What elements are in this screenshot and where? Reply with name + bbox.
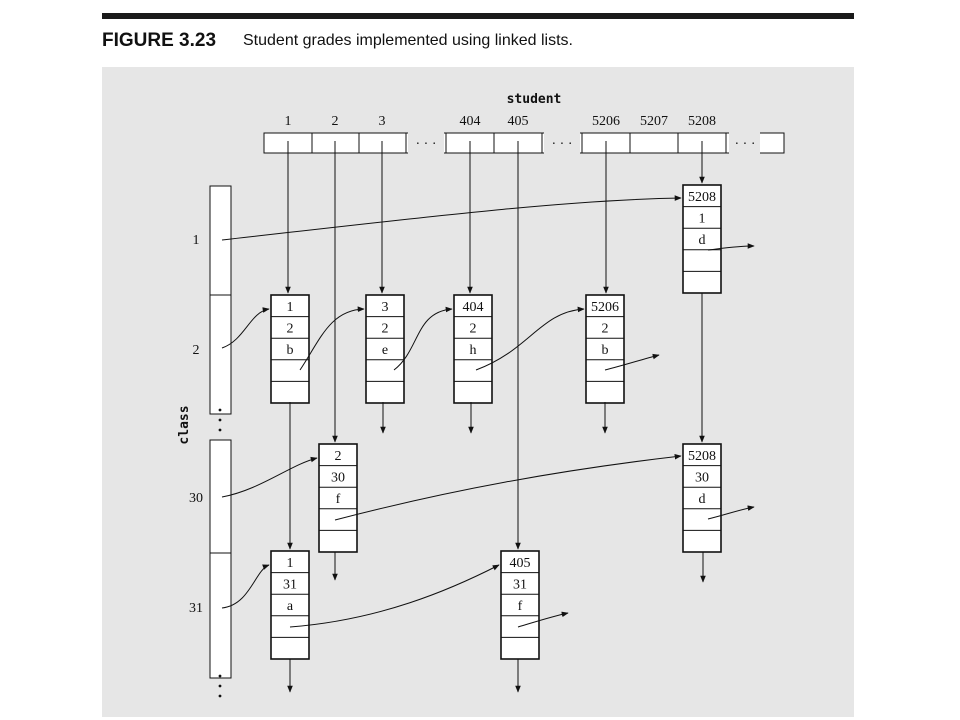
node-class: 2: [287, 322, 294, 337]
class-index: 31: [189, 601, 203, 616]
class-array-end-dot: [218, 694, 222, 698]
node-class: 30: [331, 471, 345, 486]
class-link: [221, 564, 270, 609]
list-node: 1 31 a: [270, 550, 310, 660]
class-link: [221, 307, 270, 349]
node-class: 1: [699, 212, 706, 227]
student-index: 2: [332, 114, 339, 129]
node-grade: f: [518, 599, 523, 614]
list-node: 5208 30 d: [682, 443, 722, 553]
list-node: 405 31 f: [500, 550, 540, 660]
node-class: 30: [695, 471, 709, 486]
node-grade: a: [287, 599, 294, 614]
node-box: [318, 443, 358, 553]
node-class: 2: [470, 322, 477, 337]
node-class: 2: [382, 322, 389, 337]
node-box: [270, 294, 310, 404]
node-student: 404: [463, 300, 484, 315]
node-class: 31: [513, 578, 527, 593]
row-link: [393, 306, 453, 371]
class-index: 1: [193, 233, 200, 248]
class-link: [221, 456, 318, 498]
student-index: 405: [508, 114, 529, 129]
class-array: [209, 185, 232, 415]
figure-caption: Student grades implemented using linked …: [243, 32, 573, 49]
node-student: 2: [335, 449, 342, 464]
class-array-end-dot: [218, 684, 222, 688]
list-node: 5208 1 d: [682, 184, 722, 294]
student-array-name: student: [507, 92, 562, 107]
node-box: [682, 184, 722, 294]
node-box: [500, 550, 540, 660]
student-index: 5207: [640, 114, 668, 129]
node-grade: d: [699, 233, 706, 248]
list-node: 1 2 b: [270, 294, 310, 404]
top-rule: [102, 13, 854, 19]
node-class: 2: [602, 322, 609, 337]
node-student: 405: [510, 556, 531, 571]
student-index: 1: [285, 114, 292, 129]
student-array-gap: [408, 132, 444, 154]
node-box: [585, 294, 625, 404]
list-node: 404 2 h: [453, 294, 493, 404]
row-link: [475, 306, 585, 371]
student-index: 3: [379, 114, 386, 129]
class-array-end-dot: [218, 674, 222, 678]
student-array-ellipsis: · · ·: [735, 137, 756, 152]
class-array-name: class: [177, 405, 192, 444]
node-grade: b: [602, 343, 609, 358]
node-grade: f: [336, 492, 341, 507]
node-box: [682, 443, 722, 553]
class-array: [209, 439, 232, 679]
node-student: 1: [287, 556, 294, 571]
student-array-gap: [544, 132, 580, 154]
node-grade: e: [382, 343, 388, 358]
node-student: 5208: [688, 449, 716, 464]
student-index: 5208: [688, 114, 716, 129]
node-box: [365, 294, 405, 404]
node-box: [453, 294, 493, 404]
row-link: [517, 611, 569, 628]
student-array: [263, 132, 785, 154]
class-index: 2: [193, 343, 200, 358]
list-node: 5206 2 b: [585, 294, 625, 404]
row-link: [299, 306, 365, 371]
node-student: 5206: [591, 300, 619, 315]
node-box: [270, 550, 310, 660]
student-index: 404: [460, 114, 481, 129]
list-node: 3 2 e: [365, 294, 405, 404]
student-array-gap: [729, 132, 760, 154]
row-link: [707, 505, 755, 520]
class-index: 30: [189, 491, 203, 506]
node-student: 5208: [688, 190, 716, 205]
node-student: 1: [287, 300, 294, 315]
row-link: [604, 353, 660, 371]
node-grade: b: [287, 343, 294, 358]
class-array-gap-dot: [218, 408, 222, 412]
class-link: [221, 195, 682, 241]
linked-list-diagram: 52081d12b32e4042h52062b230f520830d131a40…: [177, 92, 785, 698]
student-array-ellipsis: · · ·: [416, 137, 437, 152]
figure-label: FIGURE 3.23: [102, 30, 217, 51]
node-student: 3: [382, 300, 389, 315]
class-array-gap-dot: [218, 428, 222, 432]
row-link: [289, 564, 500, 628]
node-class: 31: [283, 578, 297, 593]
row-link: [334, 453, 682, 521]
student-index: 5206: [592, 114, 620, 129]
node-grade: d: [699, 492, 706, 507]
list-node: 2 30 f: [318, 443, 358, 553]
student-array-ellipsis: · · ·: [552, 137, 573, 152]
node-grade: h: [470, 343, 477, 358]
row-link: [707, 243, 755, 251]
class-array-gap-dot: [218, 418, 222, 422]
